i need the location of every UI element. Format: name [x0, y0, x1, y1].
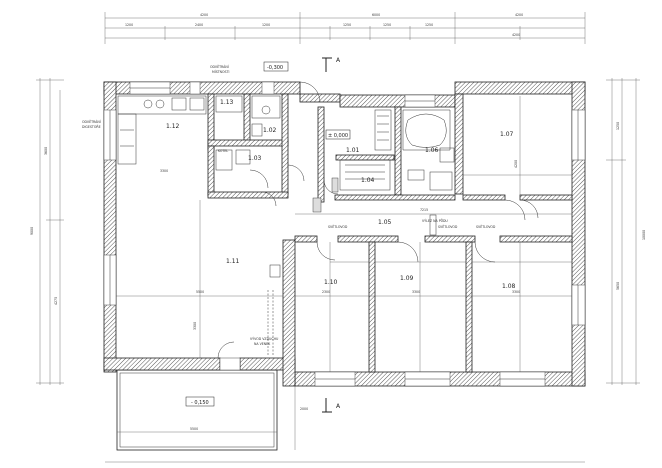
level-terrace: - 0,150 [191, 400, 209, 406]
note-odvetrani-mistnosti-1: ODVĚTRÁNÍ [210, 64, 229, 69]
dim-top-f: 1250 [425, 23, 433, 27]
dim-left-a: 3600 [44, 147, 48, 155]
dim-top-d: 1250 [343, 23, 351, 27]
room-1-02: 1.02 [263, 127, 277, 134]
bathroom-fixtures [339, 109, 455, 191]
section-markers: A A [322, 57, 341, 413]
note-svetlovod-2: SVĚTLOVOD [438, 224, 458, 229]
room-1-01: 1.01 [346, 147, 360, 154]
room-1-10: 1.10 [324, 279, 338, 286]
dim-top-b: 2400 [195, 23, 203, 27]
note-odvetrani-digestore-1: ODVĚTRÁNÍ [82, 119, 101, 124]
dim-top-e: 1250 [383, 23, 391, 27]
note-vyvod-vzduchu-1: VÝVOD VZDUCHU [250, 336, 279, 341]
note-kotel: KOTEL [218, 149, 228, 153]
dim-left-total: 9000 [30, 227, 34, 235]
room-1-11: 1.11 [226, 258, 240, 265]
dim-right-b: 1250 [616, 122, 620, 130]
room-1-07: 1.07 [500, 131, 514, 138]
room-1-13: 1.13 [220, 99, 234, 106]
section-label-top: A [336, 57, 341, 64]
dim-top-g: 4200 [512, 33, 520, 37]
top-dimension-lines: 4200 6000 4200 1200 2400 1200 1250 1250 … [104, 12, 586, 44]
level-floor: ± 0,000 [328, 133, 348, 139]
dim-top-a: 1200 [125, 23, 133, 27]
dim-top-c: 1200 [262, 23, 270, 27]
right-dimension-lines: 10000 5650 1250 [606, 78, 646, 385]
interior-walls [207, 93, 573, 373]
kitchen-fixtures [117, 95, 281, 171]
room-1-03: 1.03 [248, 155, 262, 162]
note-odvetrani-mistnosti-2: MÍSTNOSTI [212, 69, 230, 74]
room-1-09: 1.09 [400, 275, 414, 282]
dim-left-b: 4275 [54, 297, 58, 305]
doors [217, 81, 539, 359]
section-label-bottom: A [336, 403, 341, 410]
windows [103, 81, 586, 387]
dim-top-left: 4200 [200, 13, 208, 17]
room-1-06: 1.06 [425, 147, 439, 154]
note-odvetrani-digestore-2: DIGESTOŘE [82, 124, 101, 129]
note-vyvod-vzduchu-2: NA VENEK [254, 342, 271, 346]
dim-1-11-w: 5500 [196, 290, 204, 294]
dim-1-12-w: 3300 [160, 169, 168, 173]
dim-1-09-w: 3300 [412, 290, 420, 294]
room-1-05: 1.05 [378, 219, 392, 226]
dim-1-07-h: 4200 [514, 160, 518, 168]
interior-dimensions: 5500 3300 3300 2300 3300 3300 4200 7215 [160, 160, 520, 330]
dim-top-mid: 6000 [372, 13, 380, 17]
dim-right-total: 10000 [642, 230, 646, 240]
level-markers: -0,300 ± 0,000 [263, 61, 351, 140]
note-svetlovod-3: SVĚTLOVOD [476, 224, 496, 229]
room-1-04: 1.04 [361, 177, 375, 184]
room-guide-lines [116, 96, 572, 372]
room-labels: 1.12 1.13 1.02 1.03 1.01 1.04 1.06 1.07 … [166, 99, 516, 290]
annotations: ODVĚTRÁNÍ DIGESTOŘE ODVĚTRÁNÍ MÍSTNOSTI … [82, 64, 496, 346]
dim-1-08-w: 3300 [512, 290, 520, 294]
room-1-12: 1.12 [166, 123, 180, 130]
dim-right-a: 5650 [616, 282, 620, 290]
dim-1-05-w: 7215 [420, 208, 428, 212]
note-vylez-na-pudu: VÝLEZ NA PŮDU [422, 218, 448, 223]
room-1-08: 1.08 [502, 283, 516, 290]
dim-terrace-h: 2000 [300, 407, 308, 411]
dim-top-right: 4200 [515, 13, 523, 17]
dim-1-10-w: 2300 [322, 290, 330, 294]
note-svetlovod-1: SVĚTLOVOD [328, 224, 348, 229]
dim-1-11-h: 3300 [193, 322, 197, 330]
level-entry: -0,300 [267, 65, 283, 71]
left-dimension-lines: 9000 3600 4275 [30, 78, 64, 385]
dim-terrace-w: 5500 [190, 427, 198, 431]
